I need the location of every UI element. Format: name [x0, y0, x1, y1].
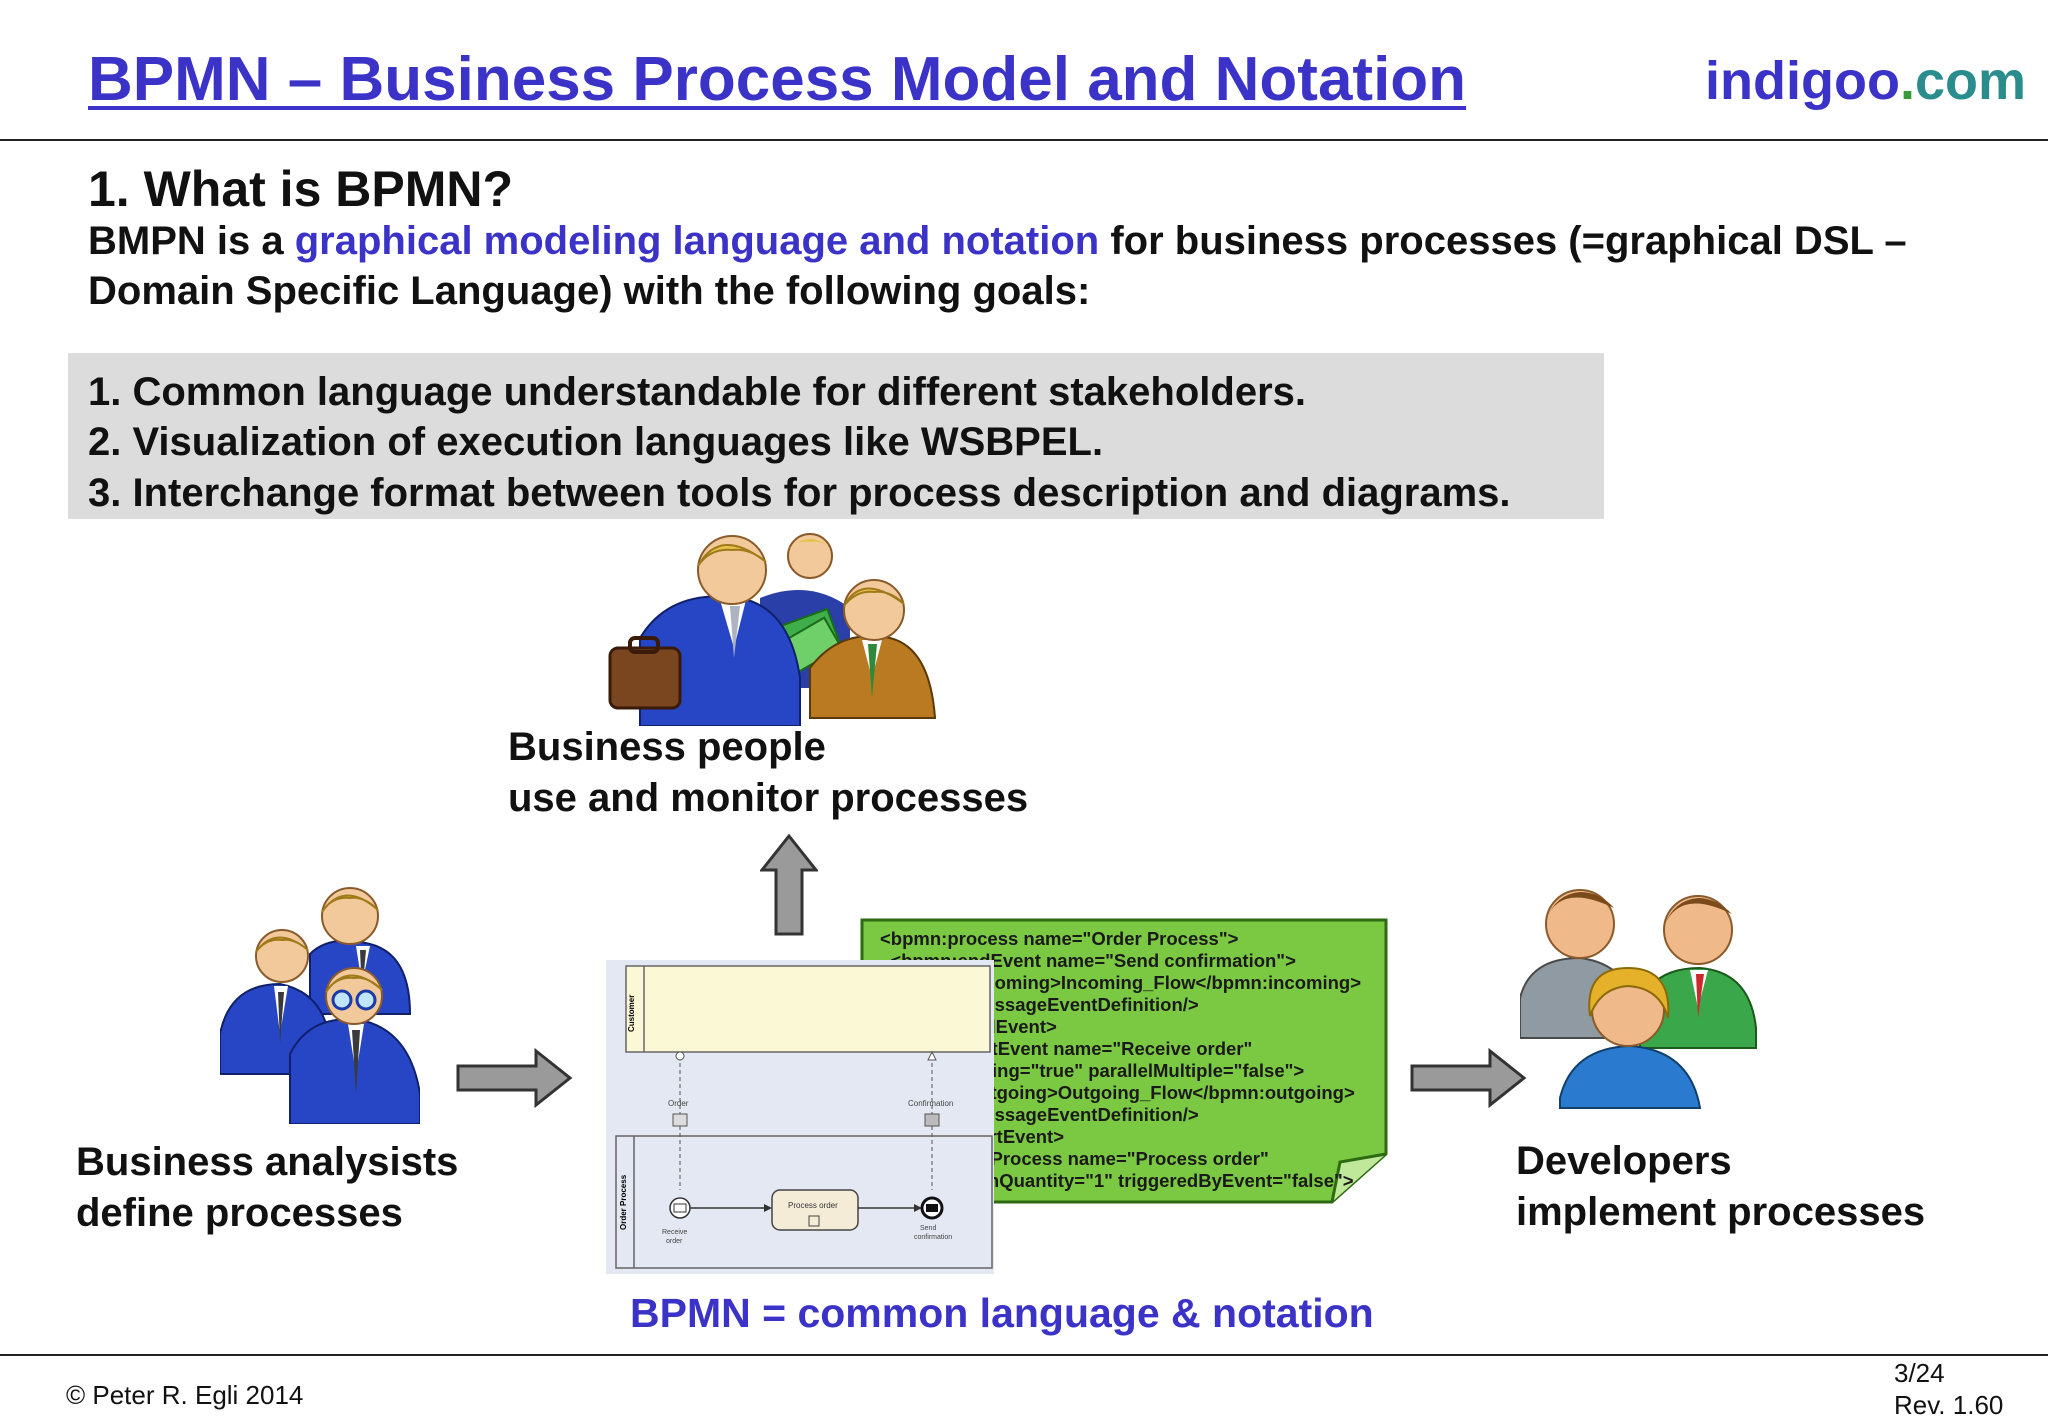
business-people-icon — [600, 528, 940, 726]
developers-icon — [1520, 868, 1780, 1118]
confirmation-label: Confirmation — [908, 1099, 953, 1108]
order-label: Order — [668, 1099, 689, 1108]
svg-text:confirmation: confirmation — [914, 1234, 952, 1241]
right-arrow-icon — [1410, 1048, 1528, 1108]
intro-text: BMPN is a graphical modeling language an… — [88, 216, 2018, 316]
right-arrow-icon — [456, 1048, 574, 1108]
page-number: 3/24 — [1894, 1358, 1945, 1389]
receive-order-label: Receive — [662, 1229, 687, 1236]
common-language-caption: BPMN = common language & notation — [630, 1290, 1374, 1337]
lane-order-process-label: Order Process — [619, 1174, 628, 1230]
revision: Rev. 1.60 — [1894, 1390, 2003, 1421]
lane-customer-label: Customer — [627, 995, 636, 1032]
brand-logo: indigoo.com — [1705, 50, 2026, 112]
svg-text:order: order — [666, 1238, 683, 1245]
bpmn-diagram: Customer Order Process Order Confirmatio… — [606, 960, 994, 1274]
send-confirmation-label: Send — [920, 1225, 936, 1232]
intro-highlight: graphical modeling language and notation — [295, 219, 1100, 263]
up-arrow-icon — [760, 834, 818, 936]
page-title: BPMN – Business Process Model and Notati… — [88, 44, 1466, 115]
section-heading: 1. What is BPMN? — [88, 160, 513, 218]
copyright: © Peter R. Egli 2014 — [66, 1380, 303, 1411]
business-analysts-icon — [220, 884, 420, 1124]
goal-item: 3. Interchange format between tools for … — [88, 471, 1511, 516]
process-order-label: Process order — [788, 1201, 838, 1210]
footer-divider — [0, 1354, 2048, 1356]
header-divider — [0, 139, 2048, 141]
goal-item: 2. Visualization of execution languages … — [88, 420, 1103, 465]
goal-item: 1. Common language understandable for di… — [88, 370, 1306, 415]
